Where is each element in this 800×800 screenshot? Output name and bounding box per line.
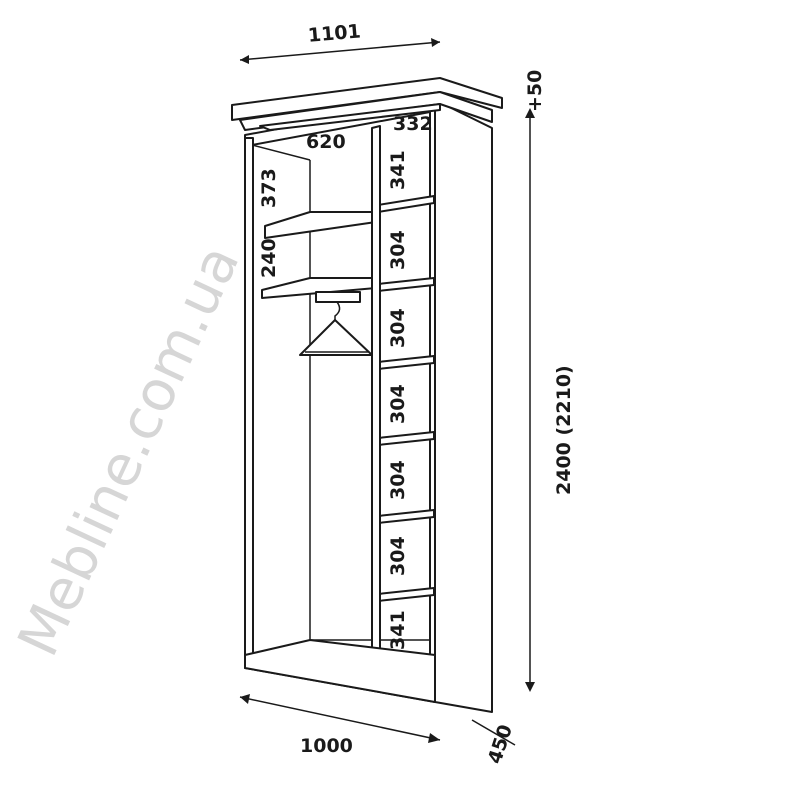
left-shelf-1-height-label: 373 [258,168,280,208]
cornice [231,77,503,131]
side-panel [434,99,493,713]
dimension-lines [239,38,535,746]
depth-label: 450 [484,722,517,767]
right-shelf-height-label: 304 [387,230,409,270]
divider-panel [371,125,381,681]
right-shelf-height-label: 304 [387,308,409,348]
plinth [244,639,436,703]
hanging-rail [315,291,361,303]
hanger-icon [299,301,373,356]
cornice-width-label: 1101 [307,20,362,47]
left-panel [244,137,254,669]
total-height-label: 2400 (2210) [553,365,575,495]
right-shelf-height-label: 304 [387,536,409,576]
left-shelf-2-height-label: 240 [258,238,280,278]
cornice-extra-height-label: +50 [524,70,546,112]
right-shelf-height-label: 341 [387,610,409,650]
right-shelf-height-label: 304 [387,384,409,424]
right-shelf-height-label: 304 [387,460,409,500]
right-shelf-height-label: 341 [387,150,409,190]
watermark: Mebline.com.ua [6,236,253,666]
right-section-width-label: 332 [393,113,433,135]
total-width-label: 1000 [300,735,353,757]
left-section-width-label: 620 [306,131,346,153]
